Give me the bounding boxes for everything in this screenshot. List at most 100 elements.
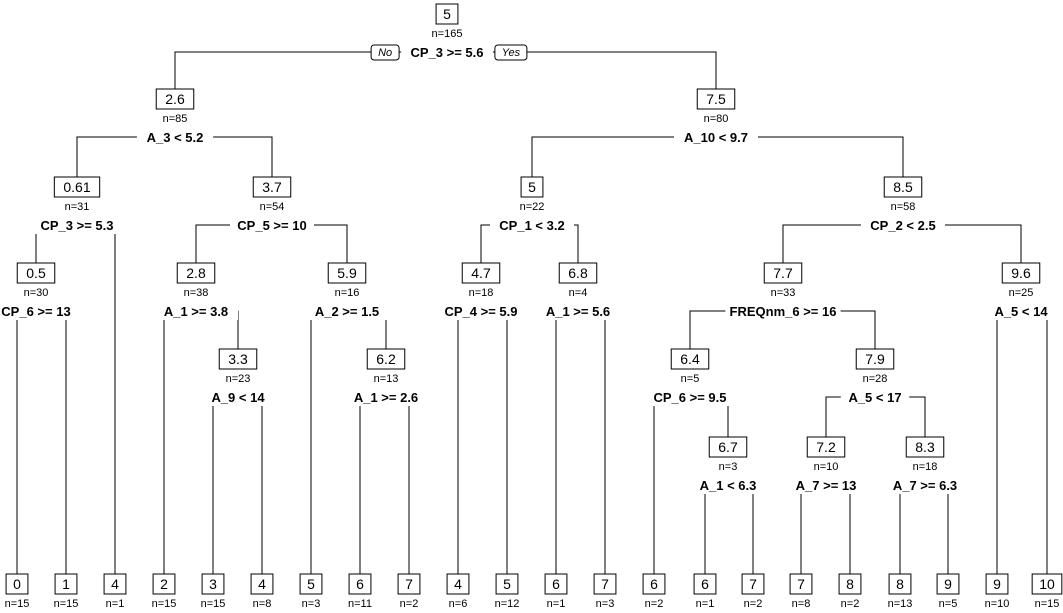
leaf-node-L5a: 5n=3	[299, 573, 323, 610]
node-count: n=165	[432, 28, 463, 40]
node-value: 2	[160, 576, 168, 592]
split-label-bg	[490, 218, 574, 234]
node-count: n=3	[302, 598, 321, 610]
node-count: n=15	[152, 598, 177, 610]
node-value: 8	[896, 576, 904, 592]
node-count: n=5	[681, 373, 700, 385]
node-value: 7.7	[773, 265, 793, 281]
split-label-bg	[203, 390, 273, 406]
node-box	[883, 176, 923, 198]
node-box	[838, 573, 862, 595]
node-count: n=58	[891, 201, 916, 213]
node-count: n=54	[260, 201, 285, 213]
node-count: n=12	[495, 598, 520, 610]
leaf-node-L4c: 4n=6	[446, 573, 470, 610]
split-label-bg	[401, 45, 493, 61]
node-value: 7	[601, 576, 609, 592]
node-value: 6.8	[568, 265, 588, 281]
split-rule: CP_3 >= 5.6	[411, 45, 484, 60]
leaf-node-L6d: 6n=1	[693, 573, 717, 610]
edge-n4_7	[457, 310, 508, 574]
split-rule: A_9 < 14	[211, 390, 265, 405]
split-rule: CP_4 >= 5.9	[445, 304, 518, 319]
node-count: n=8	[792, 598, 811, 610]
leaf-node-L4b: 4n=8	[250, 573, 274, 610]
node-box	[806, 436, 846, 458]
split-rule: A_5 < 14	[994, 304, 1048, 319]
split-rule: CP_5 >= 10	[237, 218, 306, 233]
node-count: n=2	[744, 598, 763, 610]
node-count: n=80	[704, 113, 729, 125]
node-count: n=15	[201, 598, 226, 610]
node-value: 0.5	[26, 265, 46, 281]
leaf-node-L10: 10n=15	[1031, 573, 1063, 610]
node-box	[397, 573, 421, 595]
node-box	[520, 176, 544, 198]
node-box	[670, 348, 710, 370]
node-value: 9	[993, 576, 1001, 592]
split-node-n2_6: 2.6n=85A_3 < 5.2	[136, 88, 214, 146]
node-count: n=4	[569, 287, 588, 299]
leaf-node-L5b: 5 n=12	[495, 573, 520, 610]
node-count: n=2	[645, 598, 664, 610]
split-node-n5_9: 5.9n=16A_2 >= 1.5	[305, 262, 389, 320]
leaf-node-L2: 2 n=15	[152, 573, 177, 610]
split-rule: CP_6 >= 9.5	[654, 390, 727, 405]
split-label-bg	[344, 390, 428, 406]
split-label-bg	[725, 304, 841, 320]
split-rule: CP_6 >= 13	[1, 304, 70, 319]
node-count: n=8	[253, 598, 272, 610]
node-box	[544, 573, 568, 595]
leaf-node-L8b: 8n=13	[888, 573, 912, 610]
node-box	[495, 573, 519, 595]
leaf-node-L1: 1n=15	[54, 573, 79, 610]
edge-n6_7	[704, 484, 754, 574]
node-box	[905, 436, 945, 458]
node-value: 6	[650, 576, 658, 592]
split-node-n3_3: 3.3n=23A_9 < 14	[203, 348, 273, 406]
node-box	[366, 348, 406, 370]
node-count: n=30	[24, 287, 49, 299]
node-count: n=38	[184, 287, 209, 299]
node-value: 7	[797, 576, 805, 592]
node-count: n=3	[719, 461, 738, 473]
split-label-bg	[861, 218, 945, 234]
node-box	[696, 88, 736, 110]
node-box	[250, 573, 274, 595]
node-box	[152, 573, 176, 595]
node-box	[855, 348, 895, 370]
node-box	[327, 262, 367, 284]
split-rule: A_7 >= 6.3	[893, 478, 957, 493]
split-node-n7_2: 7.2n=10A_7 >= 13	[787, 436, 865, 494]
node-count: n=6	[449, 598, 468, 610]
node-count: n=85	[163, 113, 188, 125]
node-box	[54, 573, 78, 595]
split-label-bg	[840, 390, 910, 406]
leaf-node-L9b: 9n=10	[985, 573, 1009, 610]
edge-n8_3	[899, 484, 949, 574]
node-value: 3.3	[228, 351, 248, 367]
split-node-n6_2: 6.2n=13A_1 >= 2.6	[344, 348, 428, 406]
node-count: n=3	[596, 598, 615, 610]
node-value: 6.4	[680, 351, 700, 367]
split-rule: CP_2 < 2.5	[870, 218, 935, 233]
node-count: n=11	[348, 598, 372, 610]
node-value: 5	[503, 576, 511, 592]
node-box	[888, 573, 912, 595]
node-box	[252, 176, 292, 198]
node-box	[1031, 573, 1063, 595]
node-box	[593, 573, 617, 595]
node-count: n=15	[54, 598, 79, 610]
node-value: 7	[749, 576, 757, 592]
node-box	[789, 573, 813, 595]
split-rule: CP_3 >= 5.3	[41, 218, 114, 233]
node-count: n=31	[65, 201, 90, 213]
yes-label: Yes	[502, 47, 521, 59]
node-value: 9	[944, 576, 952, 592]
split-label-bg	[986, 304, 1056, 320]
edge-n0_5	[16, 310, 67, 574]
split-rule: A_10 < 9.7	[684, 130, 748, 145]
split-label-bg	[154, 304, 238, 320]
node-count: n=10	[814, 461, 839, 473]
